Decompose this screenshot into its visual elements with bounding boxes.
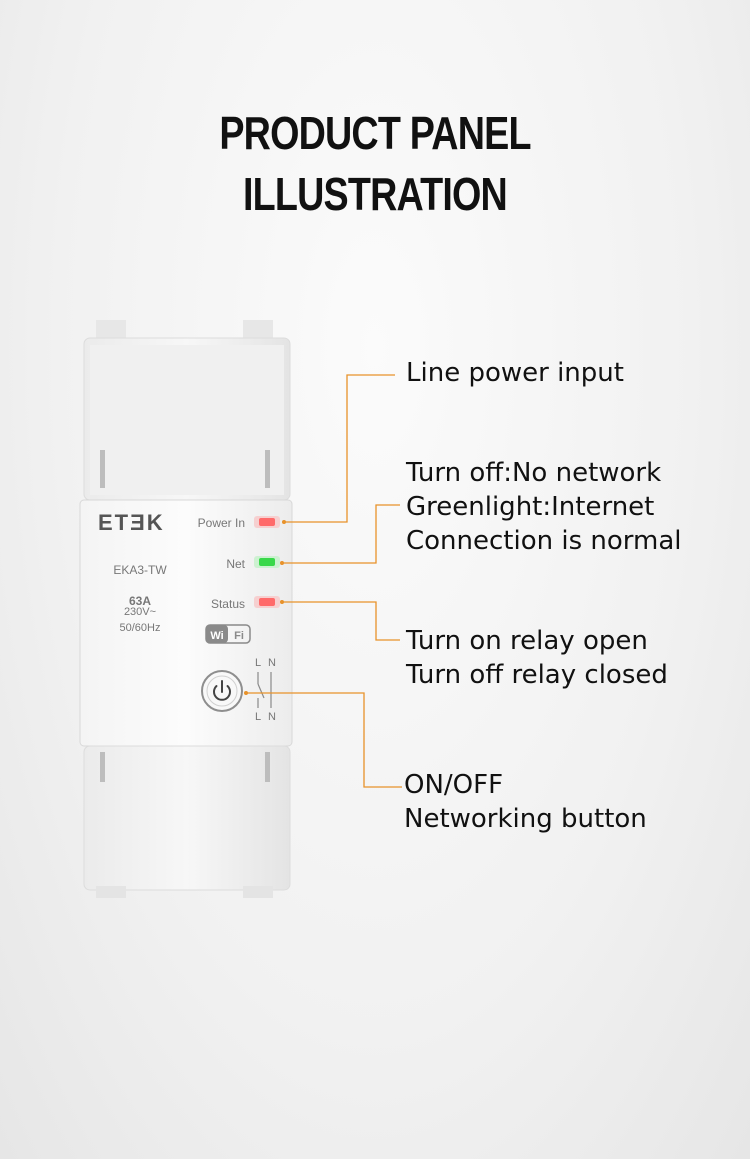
power-in-led-light <box>259 518 275 526</box>
wifi-left: Wi <box>210 630 223 642</box>
terminal-bottom-right: N <box>268 711 276 723</box>
voltage-rating: 230V~ <box>124 606 156 618</box>
power-icon <box>213 680 231 701</box>
net-led-light <box>259 558 275 566</box>
status-label: Status <box>211 597 245 611</box>
terminal-top-left: L <box>255 657 261 669</box>
callout-status: Turn on relay open Turn off relay closed <box>406 626 668 690</box>
callout-net: Turn off:No network Greenlight:Internet … <box>406 458 682 556</box>
terminal-bottom-left: L <box>255 711 261 723</box>
wifi-right: Fi <box>234 630 244 642</box>
wifi-icon: Wi Fi <box>205 624 251 644</box>
frequency-rating: 50/60Hz <box>120 622 161 634</box>
callout-button: ON/OFF Networking button <box>404 770 647 834</box>
callout-lines <box>246 374 402 788</box>
callout-dots <box>244 520 286 695</box>
relay-symbol-icon <box>257 672 272 708</box>
page-title-line-1: PRODUCT PANEL <box>219 107 531 159</box>
net-label: Net <box>226 557 245 571</box>
model-label: EKA3-TW <box>113 563 167 577</box>
status-led-light <box>259 598 275 606</box>
power-in-label: Power In <box>198 516 245 530</box>
power-button[interactable] <box>201 670 243 712</box>
current-rating: 63A <box>129 594 151 608</box>
terminal-top-right: N <box>268 657 276 669</box>
page-title-line-2: ILLUSTRATION <box>243 168 508 220</box>
callout-power-input: Line power input <box>406 358 624 388</box>
brand-logo: ETƎK <box>98 510 165 535</box>
